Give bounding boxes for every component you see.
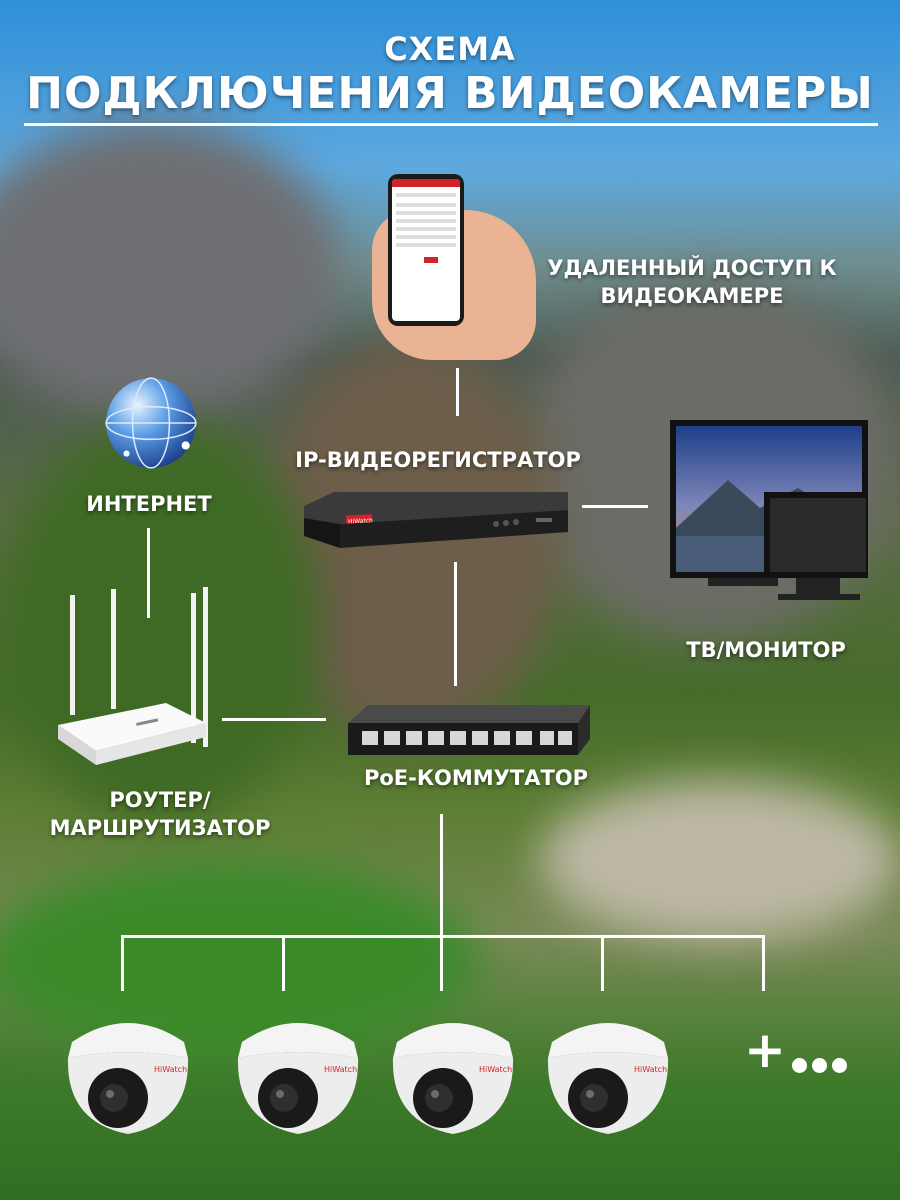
tv-monitor-icon bbox=[670, 420, 868, 600]
dome-camera-icon: HiWatch bbox=[67, 1023, 189, 1134]
dome-camera-icon: HiWatch bbox=[547, 1023, 669, 1134]
camera-brand-text: HiWatch bbox=[634, 1065, 667, 1074]
camera-bus-line bbox=[121, 935, 765, 938]
tree-blur bbox=[0, 420, 320, 820]
house-blur bbox=[0, 120, 340, 420]
dome-camera-icon: HiWatch bbox=[237, 1023, 359, 1134]
nvr-brand-text: HiWatch bbox=[348, 517, 373, 525]
diagram-title-line2: ПОДКЛЮЧЕНИЯ ВИДЕОКАМЕРЫ bbox=[26, 68, 874, 119]
camera-brand-text: HiWatch bbox=[324, 1065, 357, 1074]
connector-switch-bus bbox=[440, 814, 443, 936]
tv-monitor-label: ТВ/МОНИТОР bbox=[686, 638, 846, 662]
path-blur bbox=[540, 780, 900, 940]
connector-router-switch bbox=[222, 718, 326, 721]
connector-phone-nvr bbox=[456, 368, 459, 416]
poe-switch-label: PoE-КОММУТАТОР bbox=[363, 766, 589, 790]
ellipsis-icon bbox=[792, 1058, 852, 1077]
connector-internet-router bbox=[147, 528, 150, 618]
camera-drop-2 bbox=[282, 935, 285, 991]
camera-drop-5 bbox=[762, 935, 765, 991]
internet-globe-icon bbox=[105, 377, 197, 469]
camera-drop-1 bbox=[121, 935, 124, 991]
camera-brand-text: HiWatch bbox=[154, 1065, 187, 1074]
router-device-icon bbox=[58, 587, 208, 765]
connector-nvr-tv bbox=[582, 505, 648, 508]
router-label-line2: МАРШРУТИЗАТОР bbox=[49, 816, 271, 840]
title-underline bbox=[24, 123, 878, 126]
poe-switch-device-icon bbox=[348, 705, 590, 755]
router-label-line1: РОУТЕР/ bbox=[109, 788, 211, 812]
camera-drop-4 bbox=[601, 935, 604, 991]
lawn-blur bbox=[0, 860, 480, 1060]
dome-camera-icon: HiWatch bbox=[392, 1023, 514, 1134]
plus-more-icon: + bbox=[744, 1021, 786, 1079]
diagram-title-line1: СХЕМА bbox=[384, 30, 516, 68]
camera-drop-3 bbox=[440, 935, 443, 991]
remote-access-label: УДАЛЕННЫЙ ДОСТУП К ВИДЕОКАМЕРЕ bbox=[547, 256, 837, 308]
nvr-label: IP-ВИДЕОРЕГИСТРАТОР bbox=[295, 448, 581, 472]
internet-label: ИНТЕРНЕТ bbox=[86, 492, 212, 516]
nvr-device-icon: HiWatch bbox=[304, 492, 568, 548]
router-label: РОУТЕР/ МАРШРУТИЗАТОР bbox=[20, 786, 300, 842]
connector-nvr-switch bbox=[454, 562, 457, 686]
camera-brand-text: HiWatch bbox=[479, 1065, 512, 1074]
smartphone-icon bbox=[388, 174, 464, 326]
